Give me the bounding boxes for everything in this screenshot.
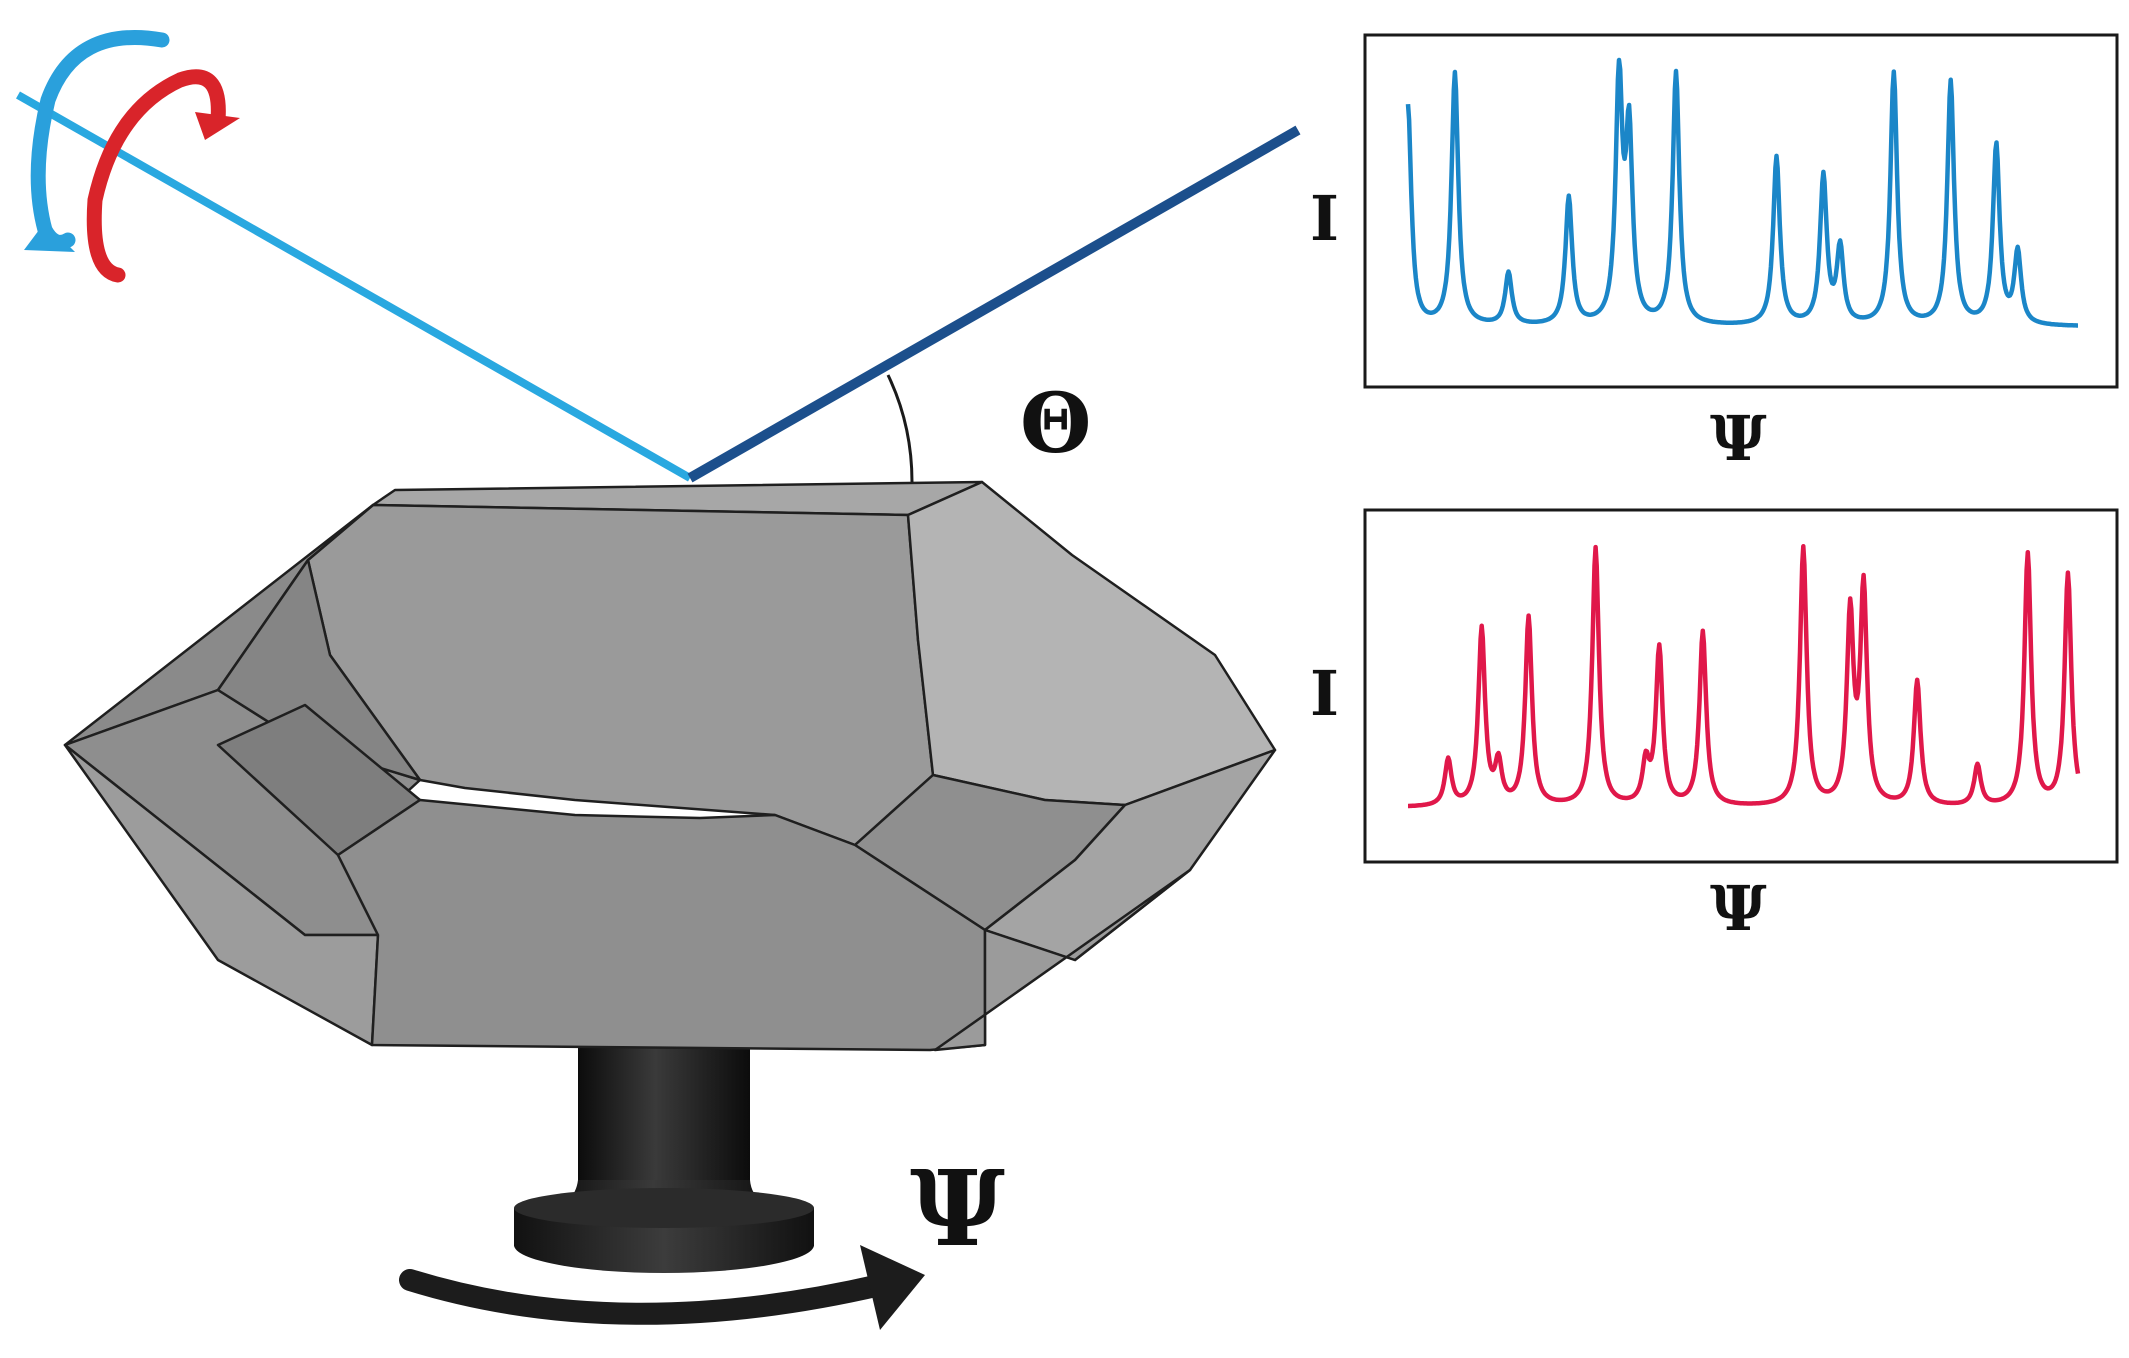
psi-rotation-arrowhead — [860, 1245, 925, 1330]
bottom-spectrum-plot: I Ψ — [1310, 508, 2119, 945]
theta-label: Θ — [1020, 376, 1091, 472]
top-plot-frame — [1363, 33, 2119, 389]
crystal-bottom-right-face — [933, 868, 1192, 1052]
mount-base-top — [514, 1188, 814, 1228]
psi-rotation-arrow — [399, 1269, 891, 1325]
mount-stem — [578, 1045, 750, 1205]
polarization-blue-arrowhead — [24, 222, 75, 252]
incident-beam — [16, 91, 692, 482]
bottom-plot-ylabel: I — [1310, 657, 1339, 730]
bottom-plot-xlabel: Ψ — [1710, 872, 1767, 945]
crystal-bottom-face — [336, 798, 987, 1052]
theta-angle-arc — [886, 374, 914, 483]
top-spectrum-line — [1405, 57, 2080, 328]
reflected-beam — [687, 125, 1301, 483]
top-plot-ylabel: I — [1310, 182, 1339, 255]
polarization-red-arrowhead — [195, 112, 240, 140]
circular-polarization-icon — [24, 30, 240, 283]
top-spectrum-plot: I Ψ — [1310, 33, 2119, 475]
sample-mount — [514, 1045, 814, 1273]
bottom-spectrum-line — [1406, 544, 2081, 809]
polarization-red-arrow — [86, 69, 226, 283]
crystal — [63, 480, 1277, 1052]
crystal-right-upper-face — [906, 480, 1277, 807]
top-plot-xlabel: Ψ — [1710, 402, 1767, 475]
psi-rotation-label: Ψ — [910, 1147, 1005, 1270]
